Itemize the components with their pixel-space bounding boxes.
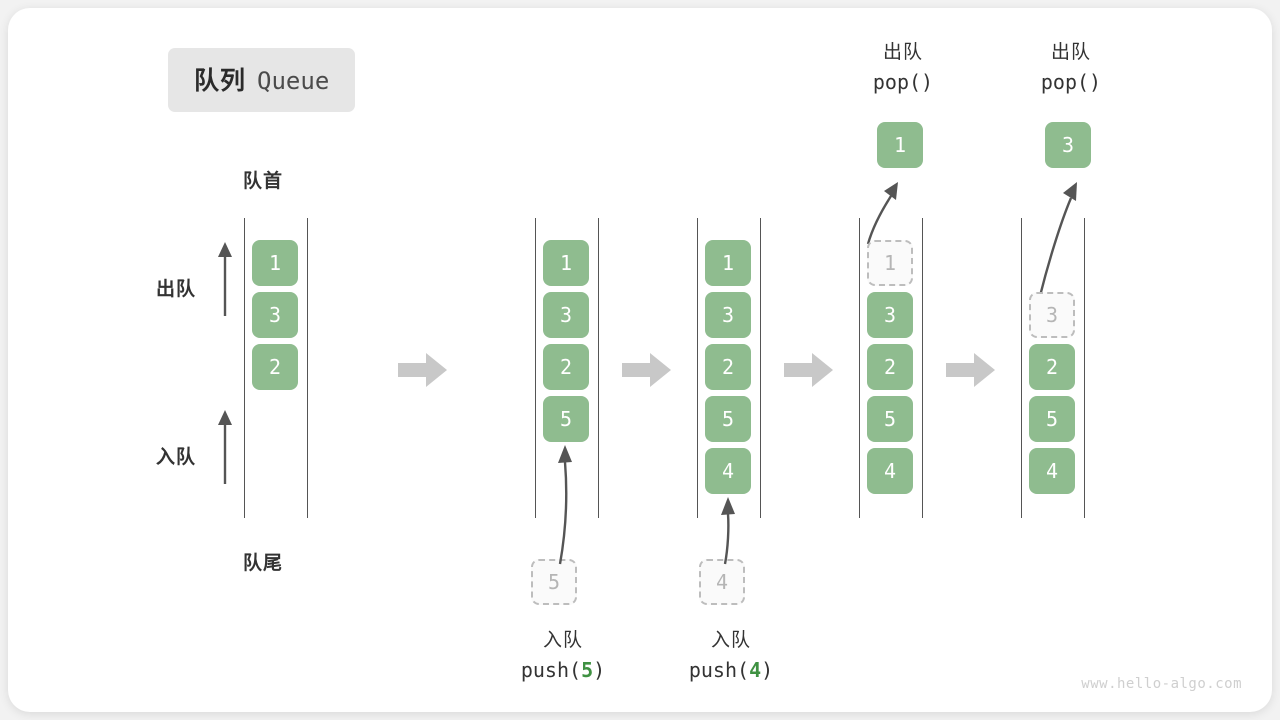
push-5-caption-code: push(5) xyxy=(520,658,606,683)
diagram-card: 队列 Queue 队首 队尾 出队 入队 1 3 2 1 3 xyxy=(8,8,1272,712)
push-arrow-icon xyxy=(535,440,595,566)
queue-cell: 3 xyxy=(867,292,913,338)
queue-rail-right xyxy=(1084,218,1085,518)
push-4-caption-cn: 入队 xyxy=(710,630,751,651)
queue-rail-left xyxy=(244,218,245,518)
enqueue-arrow-icon xyxy=(216,408,234,484)
queue-rail-right xyxy=(598,218,599,518)
queue-column-after-push-4: 1 3 2 5 4 xyxy=(697,218,761,518)
popped-cell: 3 xyxy=(1045,122,1091,168)
queue-cell: 3 xyxy=(705,292,751,338)
queue-cell: 2 xyxy=(543,344,589,390)
queue-cell: 1 xyxy=(543,240,589,286)
push-5-caption: 入队 push(5) xyxy=(468,626,658,686)
queue-cell: 5 xyxy=(705,396,751,442)
enqueue-label: 入队 xyxy=(156,447,197,468)
queue-column-after-pop-3: 3 2 5 4 xyxy=(1021,218,1085,518)
queue-rail-left xyxy=(859,218,860,518)
push-4-caption: 入队 push(4) xyxy=(636,626,826,686)
queue-rail-left xyxy=(697,218,698,518)
watermark: www.hello-algo.com xyxy=(1081,676,1242,692)
queue-rail-right xyxy=(922,218,923,518)
dequeue-arrow-icon xyxy=(216,240,234,316)
step-arrow-icon xyxy=(784,352,834,388)
queue-cell: 3 xyxy=(252,292,298,338)
queue-cell: 3 xyxy=(543,292,589,338)
pop-arrow-icon xyxy=(1016,176,1086,298)
pop-1-caption-cn: 出队 xyxy=(882,42,923,63)
pop-1-caption: 出队 pop() xyxy=(808,38,998,98)
incoming-ghost-cell: 4 xyxy=(699,559,745,605)
queue-column-after-push-5: 1 3 2 5 xyxy=(535,218,599,518)
pop-3-caption: 出队 pop() xyxy=(976,38,1166,98)
title-label-cn: 队列 xyxy=(194,67,247,95)
head-label: 队首 xyxy=(243,171,284,192)
queue-cell: 1 xyxy=(705,240,751,286)
step-arrow-icon xyxy=(398,352,448,388)
pop-1-caption-code: pop() xyxy=(872,70,934,95)
tail-label: 队尾 xyxy=(243,553,284,574)
queue-cell: 5 xyxy=(867,396,913,442)
pop-arrow-icon xyxy=(851,176,911,246)
queue-rail-left xyxy=(1021,218,1022,518)
queue-cell-removed: 1 xyxy=(867,240,913,286)
queue-cell: 2 xyxy=(867,344,913,390)
queue-cell-removed: 3 xyxy=(1029,292,1075,338)
popped-cell: 1 xyxy=(877,122,923,168)
queue-cell: 2 xyxy=(1029,344,1075,390)
queue-cell: 4 xyxy=(705,448,751,494)
queue-rail-right xyxy=(760,218,761,518)
title-badge: 队列 Queue xyxy=(168,48,356,112)
push-5-caption-cn: 入队 xyxy=(542,630,583,651)
queue-cell: 5 xyxy=(543,396,589,442)
pop-3-caption-cn: 出队 xyxy=(1050,42,1091,63)
queue-cell: 2 xyxy=(252,344,298,390)
step-arrow-icon xyxy=(946,352,996,388)
queue-column-initial: 1 3 2 xyxy=(244,218,308,518)
queue-rail-right xyxy=(307,218,308,518)
queue-cell: 2 xyxy=(705,344,751,390)
queue-rail-left xyxy=(535,218,536,518)
pop-3-caption-code: pop() xyxy=(1040,70,1102,95)
queue-cell: 4 xyxy=(867,448,913,494)
title-label-en: Queue xyxy=(257,67,330,95)
step-arrow-icon xyxy=(622,352,672,388)
queue-cell: 4 xyxy=(1029,448,1075,494)
push-arrow-icon xyxy=(701,492,751,566)
queue-cell: 1 xyxy=(252,240,298,286)
push-4-caption-code: push(4) xyxy=(688,658,774,683)
queue-column-after-pop-1: 1 3 2 5 4 xyxy=(859,218,923,518)
incoming-ghost-cell: 5 xyxy=(531,559,577,605)
dequeue-label: 出队 xyxy=(156,279,197,300)
queue-cell: 5 xyxy=(1029,396,1075,442)
